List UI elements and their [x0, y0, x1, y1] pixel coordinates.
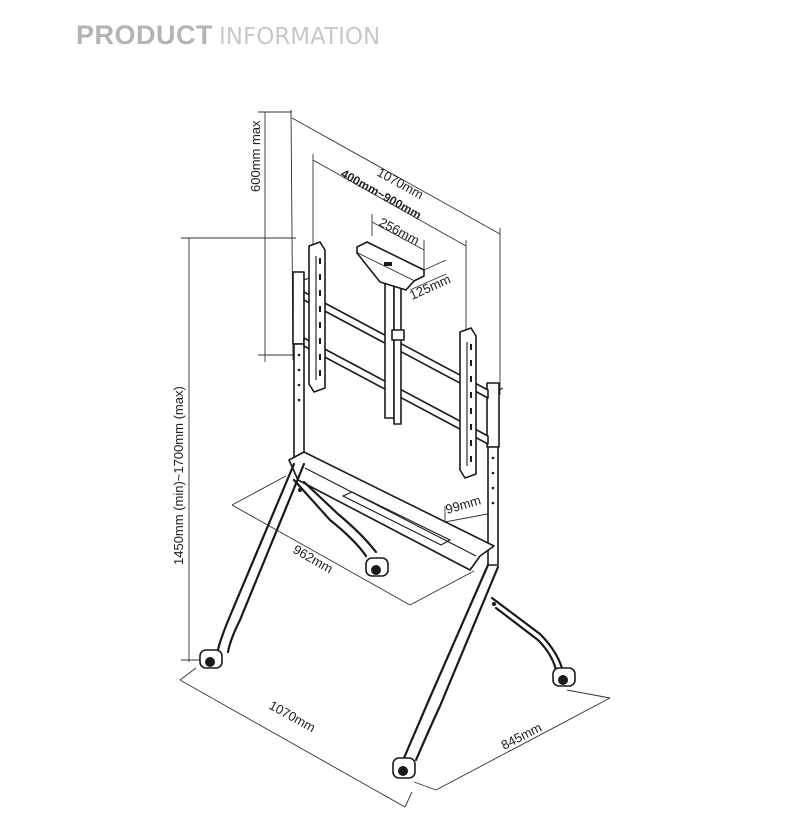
- label-total-height: 1450mm (min)~1700mm (max): [171, 386, 186, 565]
- caster-back-left: [365, 557, 389, 577]
- label-tray-width: 962mm: [291, 542, 336, 577]
- dim-height-range: [258, 111, 296, 362]
- dim-shelf-width: [371, 214, 425, 270]
- dim-base-width: [179, 667, 413, 808]
- dim-vesa-range: [312, 154, 467, 330]
- right-leg: [402, 563, 564, 762]
- dim-base-depth: [413, 689, 611, 791]
- center-post: [384, 275, 405, 425]
- caster-front-left: [199, 649, 223, 669]
- label-height-range: 600mm max: [248, 120, 263, 192]
- vesa-bracket-left: [308, 241, 326, 393]
- left-column: [292, 271, 310, 465]
- dim-shelf-depth: [409, 259, 447, 291]
- caster-wheels: [199, 557, 576, 779]
- accessory-shelf: [356, 241, 425, 291]
- header-title-bold: PRODUCT: [76, 20, 213, 50]
- header-title-light: INFORMATION: [219, 24, 381, 50]
- right-column: [486, 382, 504, 566]
- label-base-depth: 845mm: [499, 720, 544, 753]
- dim-tray-width: [231, 475, 475, 606]
- tray: [288, 451, 495, 571]
- caster-back-right: [552, 667, 576, 687]
- caster-front-right: [392, 757, 416, 779]
- label-base-width: 1070mm: [267, 698, 319, 736]
- vesa-bracket-right: [459, 327, 477, 479]
- column-holes: [297, 353, 495, 505]
- label-tray-depth: 99mm: [444, 493, 483, 517]
- left-leg: [216, 462, 378, 654]
